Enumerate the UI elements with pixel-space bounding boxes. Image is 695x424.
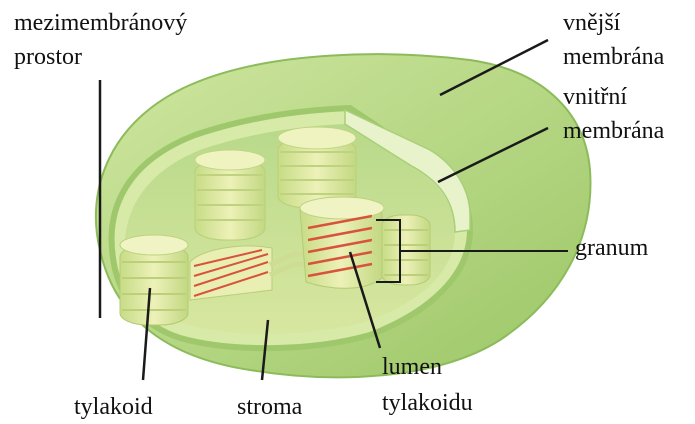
label-lumen-line1: lumen [382,352,442,382]
label-granum: granum [575,233,648,263]
label-intermembrane-space-line2: prostor [14,42,82,72]
granum-back-left [195,150,265,240]
label-outer-membrane-line1: vnější [563,8,620,38]
label-outer-membrane-line2: membrána [563,42,664,72]
label-tylakoid: tylakoid [74,392,153,422]
label-lumen-line2: tylakoidu [382,388,473,418]
label-intermembrane-space-line1: mezimembránový [14,8,187,38]
label-inner-membrane-line2: membrána [563,116,664,146]
granum-right [300,197,384,288]
label-inner-membrane-line1: vnitřní [563,82,627,112]
granum-front-left [120,235,188,325]
label-stroma: stroma [237,392,302,422]
granum-back-center [278,127,356,208]
granum-cut-middle [190,246,272,300]
